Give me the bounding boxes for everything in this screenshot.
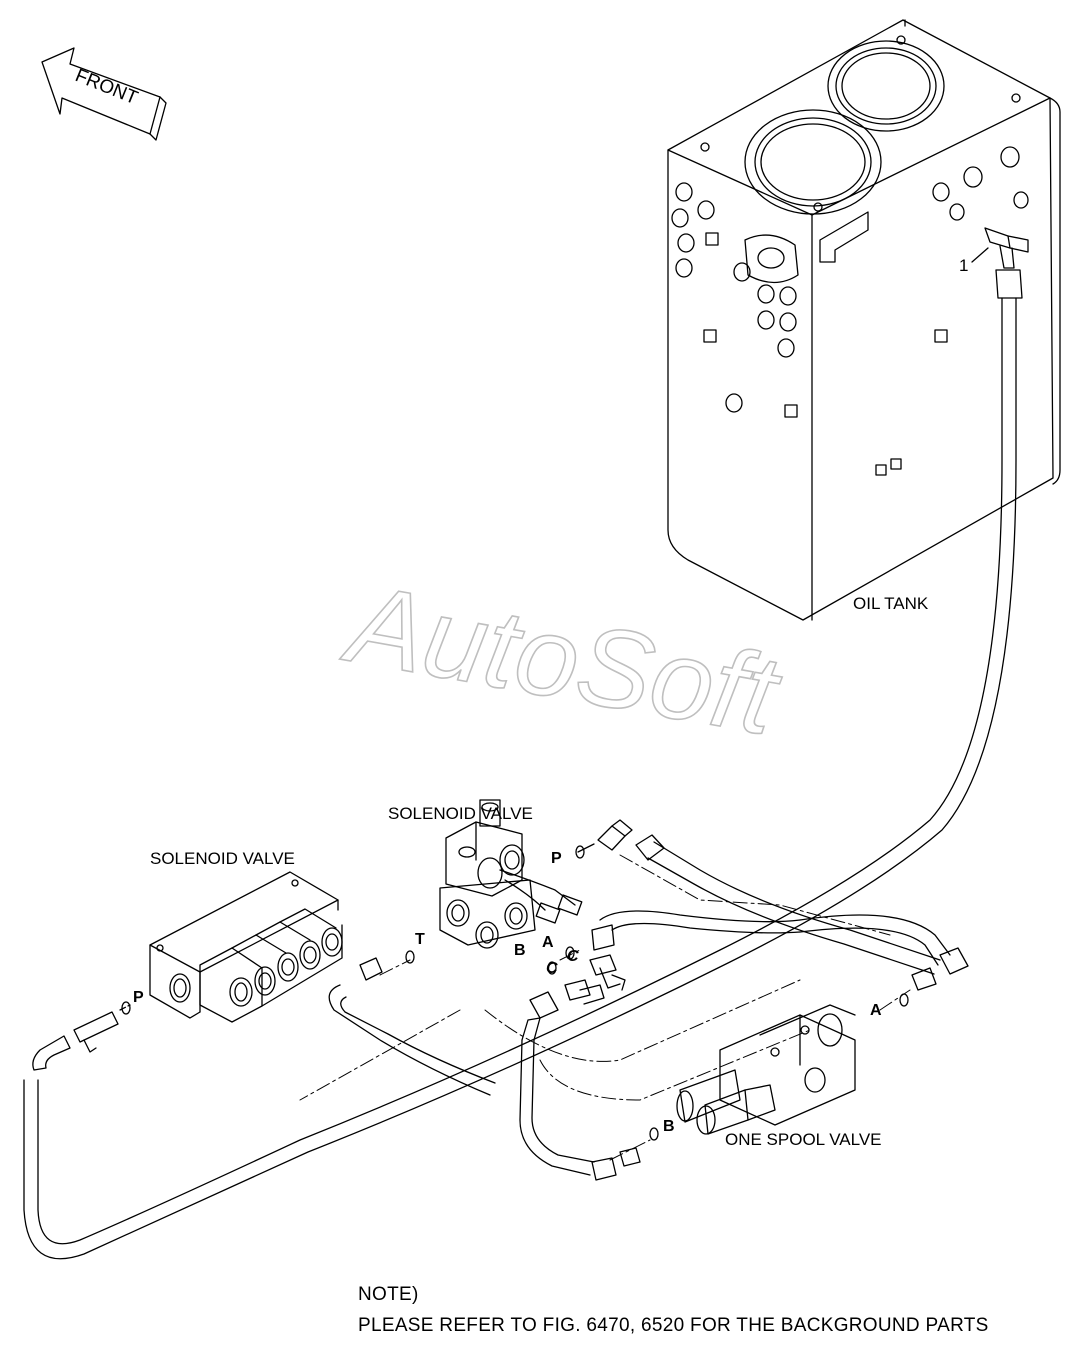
tank-fitting [971,227,1029,299]
one-spool-valve-label: ONE SPOOL VALVE [725,1130,882,1149]
port-c-2: C [546,960,558,977]
front-arrow-icon [41,47,167,141]
a-port-fitting [589,910,801,991]
port-left-p: P [133,989,144,1006]
b-hose [519,1039,641,1181]
a-hose [799,914,969,991]
oil-tank [667,19,1061,621]
center-p-hose [647,841,941,975]
one-spool-valve [676,1004,856,1135]
solenoid-valve-left [149,871,343,1023]
port-center-a: A [542,934,554,951]
oil-tank-label: OIL TANK [853,594,929,613]
front-arrow-label: FRONT [72,65,141,109]
port-c-1: C [567,948,579,965]
tank-return-hose [23,297,1017,1260]
port-center-b: B [514,942,526,959]
solenoid-valve-left-label: SOLENOID VALVE [150,849,295,868]
left-p-fitting [32,1004,131,1071]
solenoid-valve-center [439,799,583,949]
t-hose [328,957,496,1096]
solenoid-valve-center-label: SOLENOID VALVE [388,804,533,823]
o-rings [121,845,909,1141]
reference-lines [299,299,1003,1161]
part-1-callout: 1 [959,256,969,275]
b-port-fitting [521,979,605,1041]
note-text: PLEASE REFER TO FIG. 6470, 6520 FOR THE … [358,1315,989,1336]
note-title: NOTE) [358,1284,419,1305]
port-center-p: P [551,850,562,867]
port-spool-a: A [870,1002,882,1019]
center-p-fitting [577,819,665,861]
port-spool-b: B [663,1118,675,1135]
port-t: T [415,931,425,948]
watermark: AutoSoft [335,559,790,758]
